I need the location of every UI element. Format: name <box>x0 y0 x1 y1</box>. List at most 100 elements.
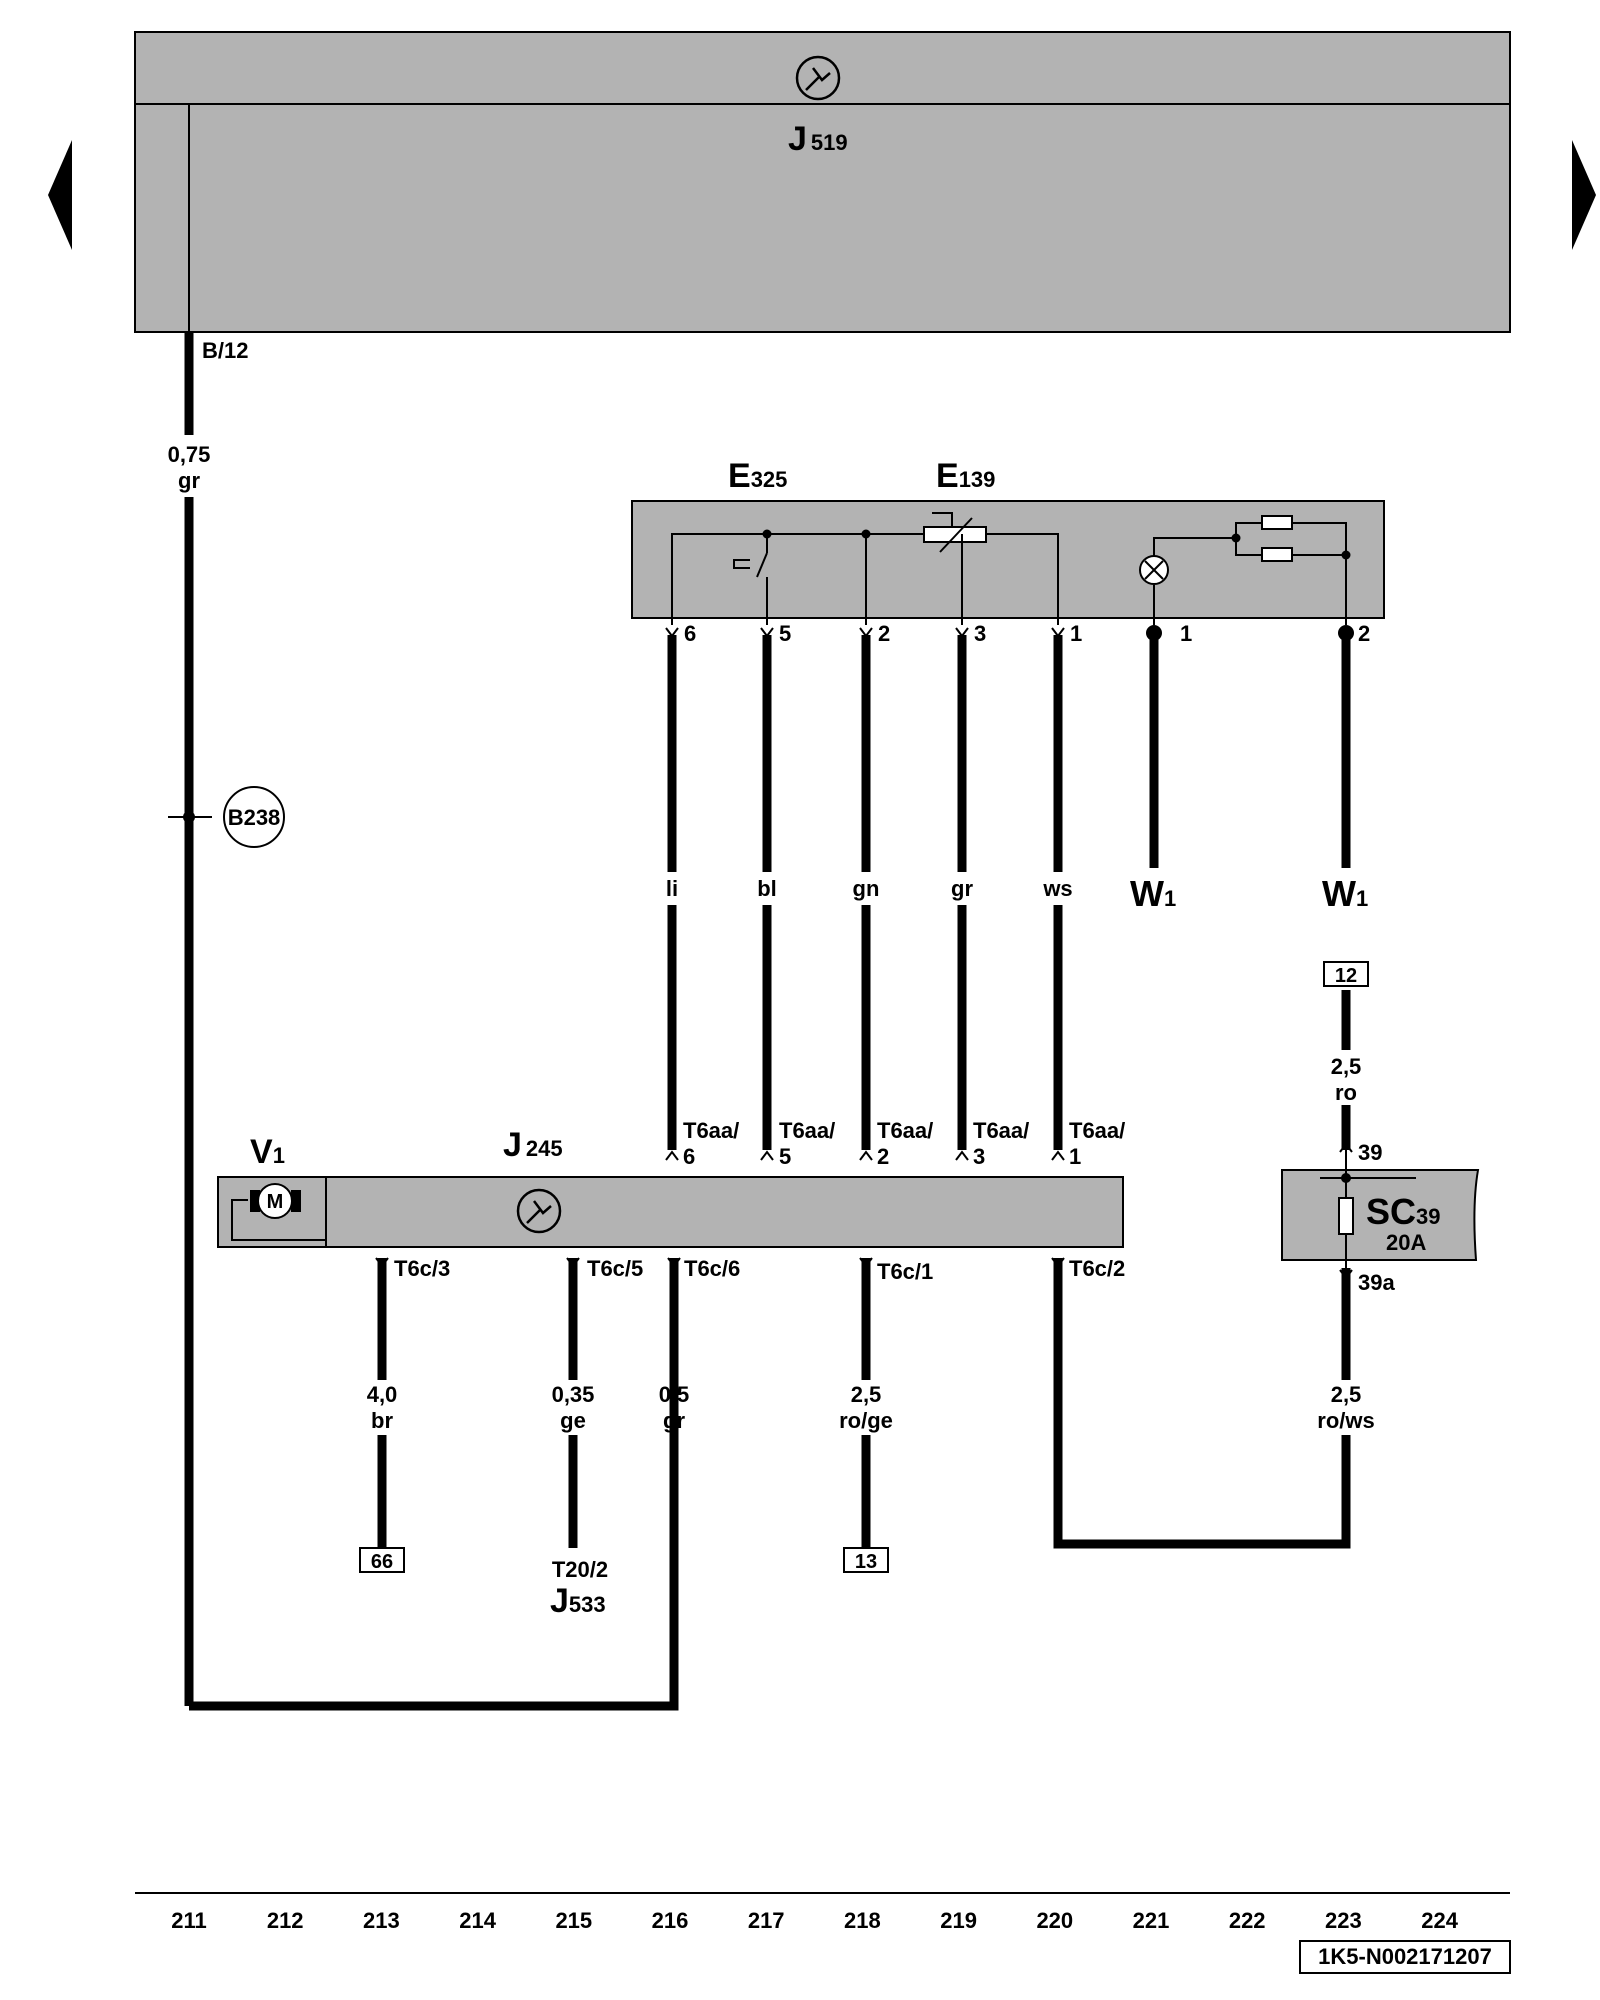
pin-label: 2 <box>878 621 890 646</box>
svg-text:li: li <box>666 876 678 901</box>
nav-prev-arrow[interactable] <box>48 140 72 250</box>
pin-label: 5 <box>779 621 791 646</box>
svg-text:ws: ws <box>1042 876 1072 901</box>
svg-text:M: M <box>267 1191 284 1213</box>
svg-text:5: 5 <box>779 1144 791 1169</box>
ref-box-66[interactable]: 66 <box>359 1547 405 1573</box>
svg-text:ro/ge: ro/ge <box>839 1408 893 1433</box>
lower-wire-labels: 4,0 br 0,35 ge 0,5 gr 2,5 ro/ge 2,5 ro/w… <box>367 1054 1375 1433</box>
svg-text:2,5: 2,5 <box>1331 1382 1362 1407</box>
wire-size-label: 0,75 <box>168 442 211 467</box>
pin-arrows <box>665 627 1065 1161</box>
svg-text:gr: gr <box>951 876 973 901</box>
pin-label: T6c/1 <box>877 1259 933 1284</box>
pin-label: 1 <box>1070 621 1082 646</box>
signal-wires <box>667 635 1351 1150</box>
track-number: 219 <box>940 1908 977 1933</box>
ref-box-13[interactable]: 13 <box>843 1547 889 1573</box>
svg-text:12: 12 <box>1335 965 1357 987</box>
track-number: 215 <box>555 1908 592 1933</box>
pin-label: 1 <box>1180 621 1192 646</box>
wire-color-label: gr <box>178 468 200 493</box>
svg-text:B238: B238 <box>228 805 281 830</box>
pin-label: 3 <box>974 621 986 646</box>
document-id: 1K5-N002171207 <box>1299 1940 1511 1974</box>
track-number: 216 <box>652 1908 689 1933</box>
svg-text:br: br <box>371 1408 393 1433</box>
pin-label: T6c/5 <box>587 1256 643 1281</box>
svg-text:2,5: 2,5 <box>851 1382 882 1407</box>
svg-text:0,35: 0,35 <box>552 1382 595 1407</box>
track-number: 222 <box>1229 1908 1266 1933</box>
pin-label: T6c/3 <box>394 1256 450 1281</box>
svg-text:2,5: 2,5 <box>1331 1054 1362 1079</box>
pin-b12-label: B/12 <box>202 338 248 363</box>
motor-icon: M <box>250 1183 301 1219</box>
svg-text:ge: ge <box>560 1408 586 1433</box>
pin-label: 2 <box>1358 621 1370 646</box>
w1-right-label: W1 <box>1322 873 1368 914</box>
pin-label: 39a <box>1358 1270 1395 1295</box>
track-number: 221 <box>1133 1908 1170 1933</box>
sc39-fuse: SC39 20A <box>1281 1150 1480 1270</box>
pin-label: T6c/6 <box>684 1256 740 1281</box>
svg-text:1K5-N002171207: 1K5-N002171207 <box>1318 1944 1492 1969</box>
svg-text:T6aa/: T6aa/ <box>779 1118 835 1143</box>
svg-text:T6aa/: T6aa/ <box>877 1118 933 1143</box>
lower-pin-arrows <box>375 1142 1353 1280</box>
svg-text:ro: ro <box>1335 1080 1357 1105</box>
svg-text:6: 6 <box>683 1144 695 1169</box>
sc39-label: SC39 <box>1366 1191 1441 1232</box>
pin-label: 39 <box>1358 1140 1382 1165</box>
ref-box-12[interactable]: 12 <box>1323 961 1369 987</box>
wire-color-labels: li bl gn gr ws <box>652 872 1080 905</box>
svg-text:0,5: 0,5 <box>659 1382 690 1407</box>
track-number: 211 <box>171 1908 207 1933</box>
track-number: 220 <box>1036 1908 1073 1933</box>
e325-e139-switch-block: E325 E139 <box>631 457 1385 625</box>
sc39-rating: 20A <box>1386 1230 1426 1255</box>
track-number: 224 <box>1421 1908 1458 1933</box>
t6aa-labels: T6aa/ 6 T6aa/ 5 T6aa/ 2 T6aa/ 3 T6aa/ 1 <box>683 1118 1125 1169</box>
lower-wires <box>377 990 1351 1706</box>
svg-text:1: 1 <box>1069 1144 1081 1169</box>
track-number: 218 <box>844 1908 881 1933</box>
j533-label: J533 <box>550 1582 606 1620</box>
pin-label: T6c/2 <box>1069 1256 1125 1281</box>
j533-connector-label: T20/2 <box>552 1557 608 1582</box>
track-number: 212 <box>267 1908 304 1933</box>
e139-label: E139 <box>936 457 995 495</box>
nav-next-arrow[interactable] <box>1572 140 1596 250</box>
track-number: 213 <box>363 1908 400 1933</box>
svg-text:T6aa/: T6aa/ <box>973 1118 1029 1143</box>
w1-left-label: W1 <box>1130 873 1176 914</box>
svg-text:T6aa/: T6aa/ <box>683 1118 739 1143</box>
v1-label: V1 <box>250 1133 285 1171</box>
track-number: 223 <box>1325 1908 1362 1933</box>
svg-text:ro/ws: ro/ws <box>1317 1408 1374 1433</box>
wire-j519-b12 <box>168 332 679 1711</box>
control-unit-icon <box>795 55 841 101</box>
svg-text:4,0: 4,0 <box>367 1382 398 1407</box>
pin-label: 6 <box>684 621 696 646</box>
track-number: 217 <box>748 1908 785 1933</box>
svg-text:bl: bl <box>757 876 777 901</box>
svg-text:3: 3 <box>973 1144 985 1169</box>
track-number: 214 <box>459 1908 496 1933</box>
svg-text:66: 66 <box>371 1551 393 1573</box>
track-numbers: 211 212 213 214 215 216 217 218 219 220 221 222 223 2… <box>171 1908 1458 1933</box>
svg-text:13: 13 <box>855 1551 877 1573</box>
b238-connector: B238 <box>223 786 285 848</box>
svg-text:T6aa/: T6aa/ <box>1069 1118 1125 1143</box>
e325-label: E325 <box>728 457 787 495</box>
pin-markers <box>1146 625 1354 641</box>
svg-text:2: 2 <box>877 1144 889 1169</box>
control-unit-icon <box>516 1188 562 1234</box>
svg-text:gr: gr <box>663 1408 685 1433</box>
svg-text:gn: gn <box>853 876 880 901</box>
